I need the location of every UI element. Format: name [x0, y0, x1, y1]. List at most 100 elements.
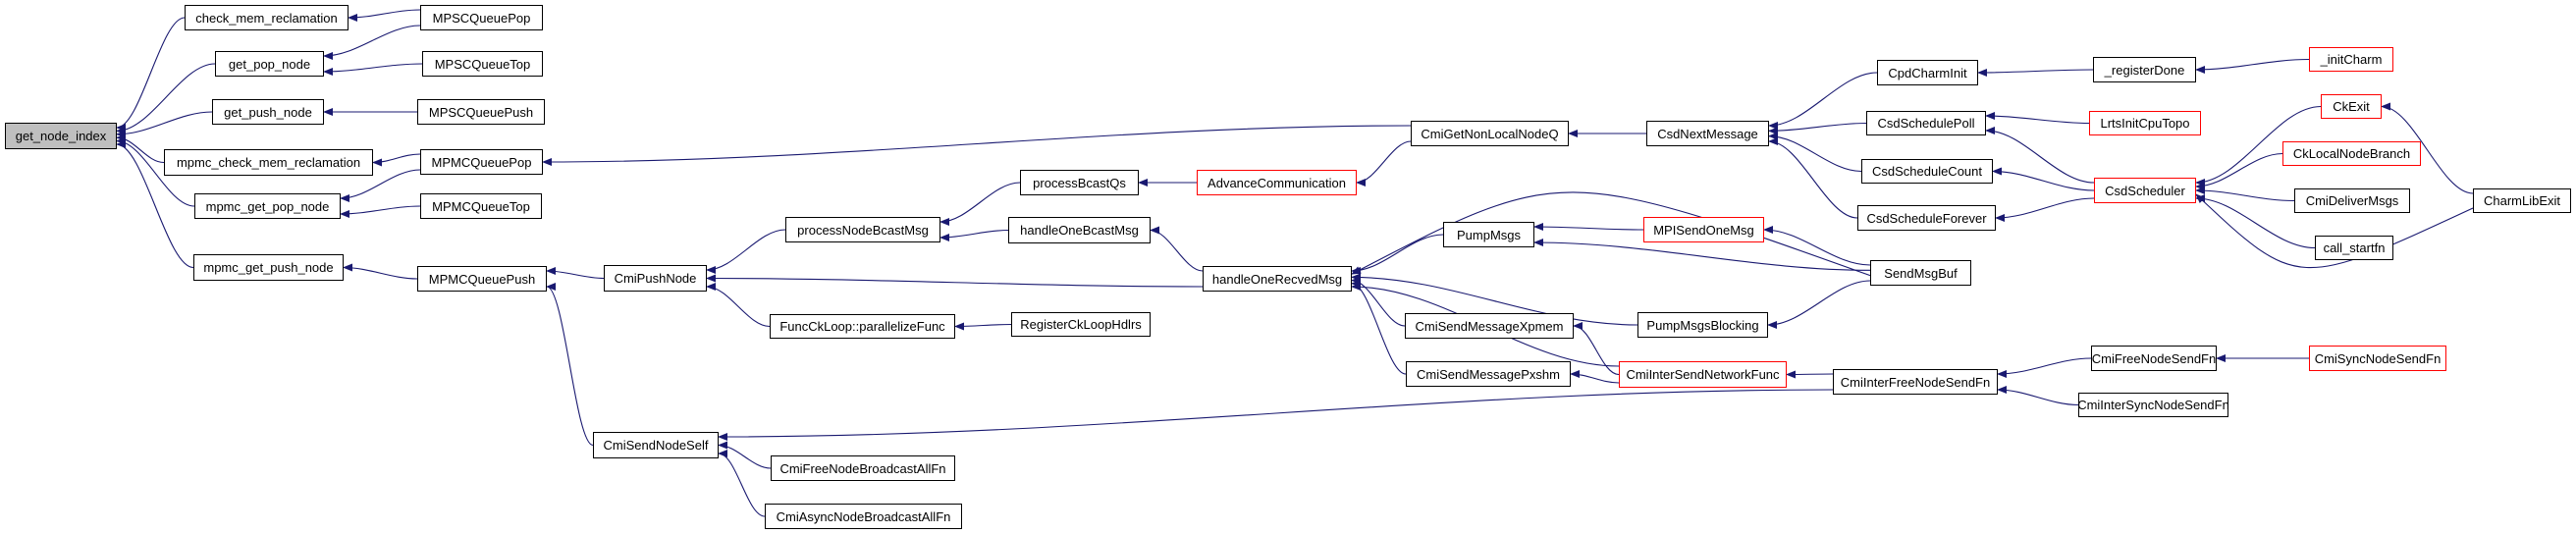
graph-node-label: mpmc_check_mem_reclamation — [176, 155, 361, 170]
graph-node-label: CmiSendMessageXpmem — [1415, 318, 1564, 334]
graph-node-mpmc-check-mem-reclamation[interactable]: mpmc_check_mem_reclamation — [164, 149, 373, 176]
call-edge — [2195, 58, 2310, 74]
graph-node-label: get_pop_node — [228, 56, 311, 72]
graph-node-sendmsgbuf[interactable]: SendMsgBuf — [1870, 260, 1971, 286]
graph-node-label: MPSCQueueTop — [434, 56, 531, 72]
graph-node-csdscheduler[interactable]: CsdScheduler — [2094, 178, 2196, 203]
graph-node-lrtsinitcputopo[interactable]: LrtsInitCpuTopo — [2089, 111, 2201, 135]
graph-node-label: CkLocalNodeBranch — [2292, 146, 2411, 161]
call-edge — [2195, 152, 2283, 190]
graph-node-label: MPSCQueuePop — [432, 10, 531, 26]
call-edge — [116, 140, 194, 269]
graph-node--registerdone[interactable]: _registerDone — [2093, 57, 2196, 82]
graph-node-cpdcharminit[interactable]: CpdCharmInit — [1877, 60, 1978, 85]
call-edge — [718, 450, 766, 517]
graph-node-cmiasyncnodebroadcastallfn[interactable]: CmiAsyncNodeBroadcastAllFn — [765, 504, 962, 529]
graph-node-label: CmiPushNode — [614, 271, 697, 286]
call-edge — [1570, 370, 1620, 384]
graph-node-mpmcqueuepush[interactable]: MPMCQueuePush — [417, 266, 547, 292]
graph-node-cmigetnonlocalnodeq[interactable]: CmiGetNonLocalNodeQ — [1411, 121, 1569, 146]
graph-node-mpscqueuepop[interactable]: MPSCQueuePop — [420, 5, 543, 30]
call-edge — [706, 283, 771, 328]
call-edge — [718, 441, 772, 469]
graph-node-pumpmsgsblocking[interactable]: PumpMsgsBlocking — [1637, 312, 1768, 338]
graph-node-cmisyncnodesendfn[interactable]: CmiSyncNodeSendFn — [2309, 346, 2446, 371]
graph-node-cklocalnodebranch[interactable]: CkLocalNodeBranch — [2282, 141, 2421, 166]
graph-node-get-pop-node[interactable]: get_pop_node — [215, 51, 324, 77]
call-edge — [1533, 239, 1871, 271]
call-edge — [706, 229, 786, 274]
graph-node-cmipushnode[interactable]: CmiPushNode — [604, 265, 707, 292]
graph-node-label: CsdScheduleCount — [1871, 164, 1983, 179]
graph-node-mpisendonemsg[interactable]: MPISendOneMsg — [1643, 217, 1764, 242]
graph-node-label: PumpMsgsBlocking — [1646, 317, 1759, 333]
graph-node-label: CmiInterSyncNodeSendFn — [2077, 398, 2229, 412]
graph-node-csdnextmessage[interactable]: CsdNextMessage — [1646, 121, 1769, 146]
graph-node-get-push-node[interactable]: get_push_node — [212, 99, 324, 125]
graph-node-pumpmsgs[interactable]: PumpMsgs — [1443, 222, 1534, 247]
graph-node-csdschedulepoll[interactable]: CsdSchedulePoll — [1866, 111, 1986, 135]
graph-node-processbcastqs[interactable]: processBcastQs — [1020, 170, 1139, 195]
graph-node-registerckloophdlrs[interactable]: RegisterCkLoopHdlrs — [1011, 312, 1151, 337]
graph-node-advancecommunication[interactable]: AdvanceCommunication — [1197, 170, 1357, 195]
graph-node-label: CmiFreeNodeBroadcastAllFn — [779, 460, 946, 476]
graph-node-handleonerecvedmsg[interactable]: handleOneRecvedMsg — [1203, 266, 1352, 292]
call-edge — [116, 17, 186, 132]
graph-node-label: RegisterCkLoopHdlrs — [1020, 317, 1142, 332]
graph-node-call-startfn[interactable]: call_startfn — [2315, 236, 2393, 260]
graph-node-label: CsdSchedulePoll — [1877, 116, 1975, 131]
graph-node-cmisendmessagexpmem[interactable]: CmiSendMessageXpmem — [1405, 313, 1574, 339]
graph-node-label: processNodeBcastMsg — [797, 222, 929, 238]
call-edge — [2195, 194, 2316, 249]
graph-node-mpmcqueuetop[interactable]: MPMCQueueTop — [420, 193, 542, 219]
graph-node--initcharm[interactable]: _initCharm — [2309, 47, 2393, 72]
graph-node-mpscqueuetop[interactable]: MPSCQueueTop — [422, 51, 543, 77]
call-edge — [1768, 122, 1867, 135]
graph-node-cmiintersendnetworkfunc[interactable]: CmiInterSendNetworkFunc — [1619, 361, 1787, 388]
graph-node-mpmc-get-pop-node[interactable]: mpmc_get_pop_node — [194, 193, 341, 219]
graph-node-cmifreenodebroadcastallfn[interactable]: CmiFreeNodeBroadcastAllFn — [771, 455, 955, 481]
graph-node-cmisendmessagepxshm[interactable]: CmiSendMessagePxshm — [1406, 361, 1571, 387]
call-edge — [718, 389, 1834, 441]
graph-node-ckexit[interactable]: CkExit — [2321, 94, 2382, 119]
call-edge — [116, 63, 216, 135]
graph-node-label: CmiAsyncNodeBroadcastAllFn — [776, 508, 951, 524]
graph-node-mpmcqueuepop[interactable]: MPMCQueuePop — [420, 149, 543, 175]
graph-node-mpmc-get-push-node[interactable]: mpmc_get_push_node — [193, 254, 344, 281]
call-edge — [1768, 132, 1862, 173]
graph-node-cmiintersyncnodesendfn[interactable]: CmiInterSyncNodeSendFn — [2077, 393, 2229, 417]
graph-node-cmisendnodeself[interactable]: CmiSendNodeSelf — [593, 432, 719, 458]
call-edge — [116, 111, 213, 138]
graph-node-mpscqueuepush[interactable]: MPSCQueuePush — [417, 99, 545, 125]
graph-node-processnodebcastmsg[interactable]: processNodeBcastMsg — [785, 217, 940, 242]
graph-node-label: MPSCQueuePush — [428, 104, 534, 120]
graph-node-label: MPMCQueuePop — [431, 154, 532, 170]
graph-node-label: CmiGetNonLocalNodeQ — [1421, 126, 1559, 141]
graph-node-check-mem-reclamation[interactable]: check_mem_reclamation — [185, 5, 349, 30]
call-edge — [2195, 187, 2295, 202]
call-edge — [1995, 197, 2095, 222]
call-edge — [323, 25, 421, 60]
graph-node-charmlibexit[interactable]: CharmLibExit — [2473, 188, 2571, 213]
graph-node-cmifreenodesendfn[interactable]: CmiFreeNodeSendFn — [2091, 346, 2217, 371]
graph-node-label: check_mem_reclamation — [195, 10, 338, 26]
graph-node-csdscheduleforever[interactable]: CsdScheduleForever — [1857, 205, 1996, 231]
graph-node-cmidelivermsgs[interactable]: CmiDeliverMsgs — [2294, 188, 2410, 213]
call-edge — [1351, 273, 1638, 326]
graph-node-label: MPISendOneMsg — [1653, 222, 1754, 238]
graph-node-cmiinterfreenodesendfn[interactable]: CmiInterFreeNodeSendFn — [1833, 369, 1998, 395]
graph-node-label: CkExit — [2333, 99, 2370, 114]
graph-node-label: mpmc_get_push_node — [203, 260, 334, 275]
call-edge — [1992, 167, 2095, 191]
graph-node-funcckloop-parallelizefunc[interactable]: FuncCkLoop::parallelizeFunc — [770, 314, 955, 339]
call-edge — [542, 125, 1412, 166]
graph-node-handleonebcastmsg[interactable]: handleOneBcastMsg — [1008, 217, 1151, 243]
call-edge — [348, 9, 421, 22]
call-edge — [1977, 68, 2094, 77]
graph-node-label: call_startfn — [2323, 240, 2386, 255]
graph-node-label: _initCharm — [2320, 52, 2383, 67]
call-edge — [2195, 105, 2322, 187]
graph-node-csdschedulecount[interactable]: CsdScheduleCount — [1861, 159, 1993, 184]
